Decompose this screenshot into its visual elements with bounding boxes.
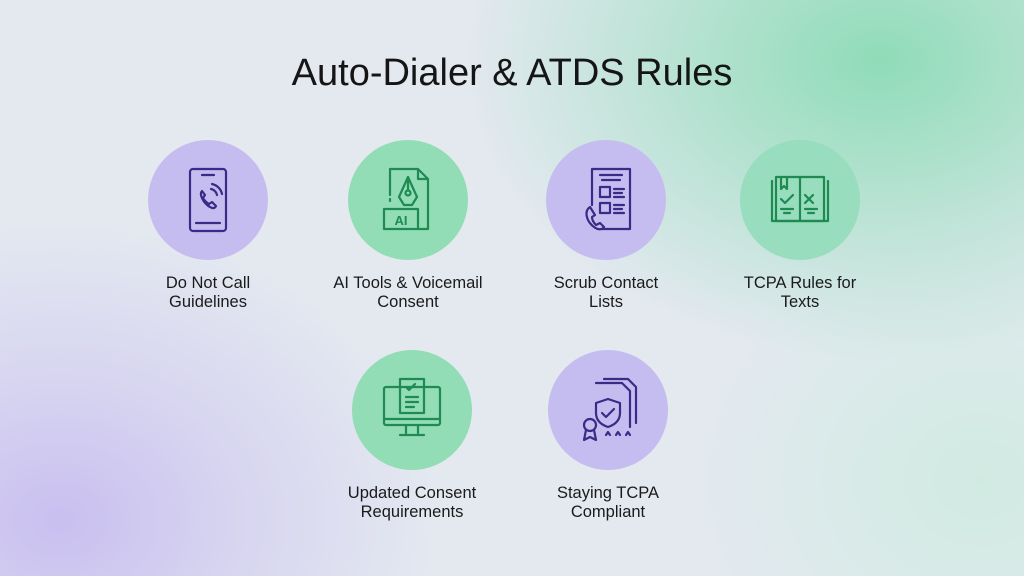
item-label-line1: Scrub Contact [553, 274, 659, 292]
item-label-line2: Consent [377, 293, 439, 311]
item-label-line2: Lists [589, 293, 623, 311]
icon-circle: AI [348, 140, 468, 260]
item-label-line1: TCPA Rules for [743, 274, 857, 292]
item-label-line1: Staying TCPA [556, 484, 660, 502]
item-label-line2: Requirements [360, 503, 464, 521]
phone-call-icon [188, 167, 228, 233]
item-label-line2: Compliant [570, 503, 646, 521]
contact-list-phone-icon [585, 167, 632, 231]
item-label-line1: Do Not Call [165, 274, 251, 292]
icon-circle [148, 140, 268, 260]
item-label-line1: Updated Consent [347, 484, 477, 502]
page-title: Auto-Dialer & ATDS Rules [291, 52, 733, 94]
icon-circle [740, 140, 860, 260]
svg-text:AI: AI [395, 213, 408, 228]
item-label-line2: Guidelines [169, 293, 247, 311]
ai-document-pen-icon: AI [382, 167, 430, 231]
icon-circle [352, 350, 472, 470]
rule-book-icon [770, 175, 830, 223]
icon-circle [548, 350, 668, 470]
item-label-line2: Texts [780, 293, 820, 311]
item-label-line1: AI Tools & Voicemail [333, 274, 483, 292]
compliance-shield-icon [582, 377, 638, 442]
icon-circle [546, 140, 666, 260]
monitor-checklist-icon [382, 377, 442, 437]
